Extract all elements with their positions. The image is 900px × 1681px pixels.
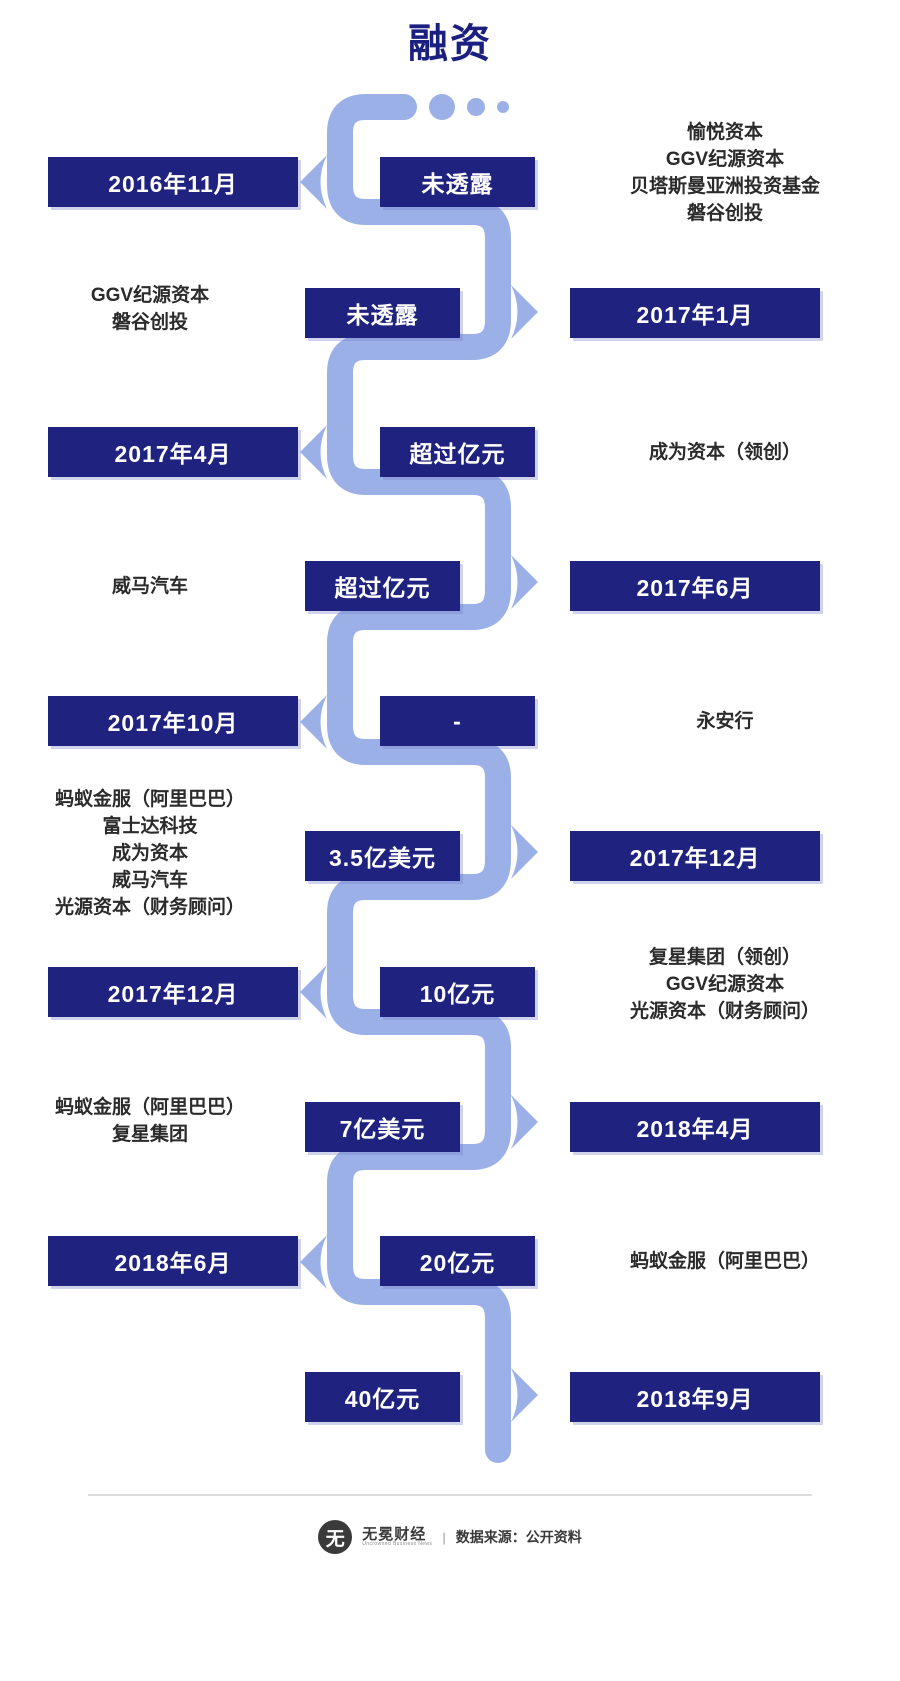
investors-8: 蚂蚁金服（阿里巴巴） 复星集团 — [54, 1097, 245, 1145]
investors-1: 愉悦资本 GGV纪源资本 贝塔斯曼亚洲投资基金 磐谷创投 — [629, 122, 820, 224]
brand-name-block: 无冕财经 Uncrowned Business News — [362, 1525, 433, 1548]
date-box-10[interactable]: 2018年9月 — [570, 1372, 820, 1422]
footer-divider — [88, 1494, 812, 1496]
date-box-3[interactable]: 2017年4月 — [48, 427, 298, 477]
date-box-7[interactable]: 2017年12月 — [48, 967, 298, 1017]
amount-box-4[interactable]: 超过亿元 — [305, 561, 460, 611]
brand-name-english: Uncrowned Business News — [362, 1541, 433, 1548]
amount-box-6[interactable]: 3.5亿美元 — [305, 831, 460, 881]
date-box-1[interactable]: 2016年11月 — [48, 157, 298, 207]
investors-7: 复星集团（领创） GGV纪源资本 光源资本（财务顾问） — [629, 947, 820, 1022]
date-box-8[interactable]: 2018年4月 — [570, 1102, 820, 1152]
investors-6: 蚂蚁金服（阿里巴巴） 富士达科技 成为资本 威马汽车 光源资本（财务顾问） — [54, 789, 245, 918]
amount-box-8[interactable]: 7亿美元 — [305, 1102, 460, 1152]
investors-3: 成为资本（领创） — [648, 442, 801, 463]
footer: 无 无冕财经 Uncrowned Business News | 数据来源：公开… — [0, 1520, 900, 1554]
amount-box-3[interactable]: 超过亿元 — [380, 427, 535, 477]
data-source-label: 数据来源：公开资料 — [455, 1529, 582, 1545]
footer-separator: | — [442, 1529, 446, 1545]
investors-2: GGV纪源资本 磐谷创投 — [90, 285, 210, 333]
amount-box-1[interactable]: 未透露 — [380, 157, 535, 207]
amount-box-9[interactable]: 20亿元 — [380, 1236, 535, 1286]
investors-4: 威马汽车 — [111, 576, 188, 597]
date-box-2[interactable]: 2017年1月 — [570, 288, 820, 338]
page-title: 融资 — [408, 22, 492, 66]
date-box-4[interactable]: 2017年6月 — [570, 561, 820, 611]
brand-name: 无冕财经 — [362, 1525, 427, 1543]
date-box-6[interactable]: 2017年12月 — [570, 831, 820, 881]
investors-9: 蚂蚁金服（阿里巴巴） — [629, 1251, 820, 1272]
amount-box-5[interactable]: - — [380, 696, 535, 746]
brand-logo-icon: 无 — [318, 1520, 353, 1554]
amount-box-7[interactable]: 10亿元 — [380, 967, 535, 1017]
investors-5: 永安行 — [696, 711, 754, 732]
date-box-5[interactable]: 2017年10月 — [48, 696, 298, 746]
amount-box-2[interactable]: 未透露 — [305, 288, 460, 338]
amount-box-10[interactable]: 40亿元 — [305, 1372, 460, 1422]
date-box-9[interactable]: 2018年6月 — [48, 1236, 298, 1286]
